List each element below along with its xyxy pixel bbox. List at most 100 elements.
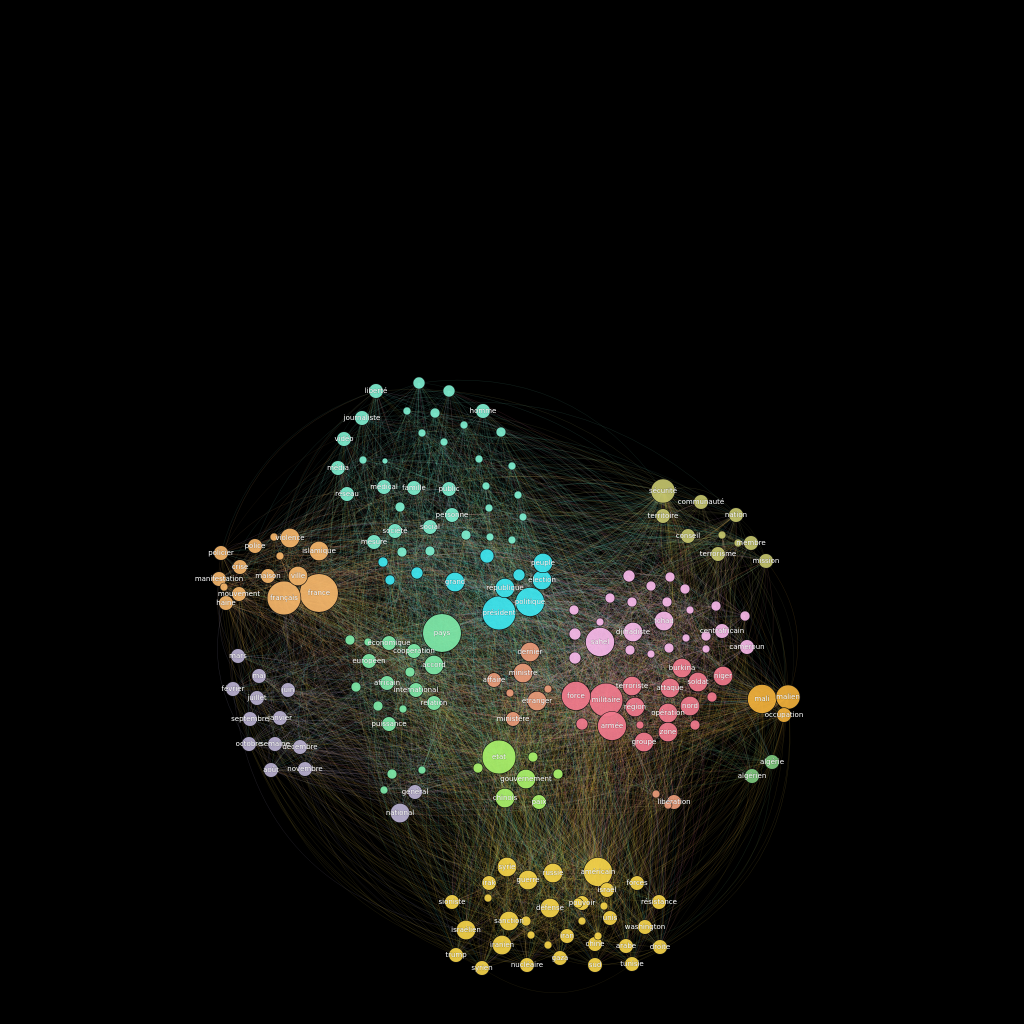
node-label: chine (586, 940, 605, 948)
node-label: société (382, 527, 407, 535)
graph-edge-1530 (283, 597, 583, 727)
graph-edge-957 (441, 626, 669, 733)
graph-edge-511 (406, 410, 458, 691)
graph-edge-115 (342, 493, 435, 704)
graph-edge-285 (490, 612, 534, 758)
graph-edge-1630 (229, 537, 291, 690)
graph-edge-879 (441, 625, 669, 714)
graph-edge-1688 (239, 566, 579, 904)
graph-edge-1707 (267, 575, 540, 803)
graph-edge-1577 (318, 592, 613, 727)
node-label: politique (515, 598, 546, 606)
graph-edge-1685 (239, 566, 435, 666)
graph-edge-1250 (575, 501, 702, 697)
graph-edge-57 (464, 410, 500, 614)
graph-edge-254 (373, 485, 487, 543)
graph-edge-1479 (238, 593, 500, 639)
node-unlabeled-124 (429, 407, 441, 419)
graph-edge-822 (451, 514, 699, 683)
graph-edge-843 (587, 741, 645, 966)
graph-edge-1247 (660, 490, 763, 700)
graph-edge-277 (421, 612, 500, 956)
graph-edge-1369 (640, 515, 670, 649)
graph-edge-215 (272, 530, 396, 745)
node-unlabeled-187 (651, 789, 661, 799)
node-unlabeled-198 (599, 901, 609, 911)
graph-edge-802 (441, 625, 671, 689)
graph-edge-954 (667, 696, 789, 734)
node-label: attaque (656, 684, 683, 692)
graph-edge-11 (352, 390, 467, 931)
node-circle (472, 762, 484, 774)
graph-edge-1680 (239, 566, 724, 714)
graph-edge-896 (500, 431, 636, 708)
graph-edge-1329 (267, 475, 767, 577)
graph-edge-1348 (716, 553, 748, 648)
graph-edge-1219 (498, 693, 785, 758)
node-circle (543, 684, 553, 694)
graph-edge-1527 (283, 597, 583, 922)
graph-edge-166 (448, 488, 707, 650)
node-circle (505, 688, 515, 698)
node-circle (651, 789, 661, 799)
graph-edge-1486 (238, 593, 453, 903)
graph-edge-993 (527, 667, 683, 881)
graph-edge-1850 (279, 699, 607, 759)
graph-edge-354 (249, 578, 543, 720)
graph-edge-1251 (289, 475, 702, 539)
graph-edge-1076 (575, 641, 601, 873)
graph-edge-1407 (687, 535, 763, 700)
graph-edge-1564 (315, 592, 401, 814)
graph-edge-36 (361, 417, 500, 614)
graph-edge-819 (429, 526, 699, 683)
node-label: trump (445, 951, 467, 959)
graph-edge-944 (254, 536, 669, 733)
graph-edge-1755 (232, 424, 465, 690)
node-label: violence (275, 534, 304, 542)
graph-edge-181 (361, 417, 450, 490)
node-circle (404, 666, 416, 678)
graph-edge-1326 (599, 554, 767, 623)
graph-edge-877 (522, 516, 669, 714)
node-label: janvier (267, 714, 292, 722)
graph-edge-1499 (238, 593, 599, 873)
graph-edge-592 (368, 490, 664, 662)
graph-edge-1719 (267, 575, 789, 724)
graph-edge-33 (361, 417, 707, 650)
graph-edge-1839 (279, 717, 669, 842)
node-circle (645, 580, 657, 592)
graph-edge-1101 (401, 527, 748, 648)
graph-edge-658 (507, 695, 577, 922)
node-label: africain (374, 679, 400, 687)
graph-edge-377 (427, 587, 506, 931)
node-circle (577, 916, 587, 926)
graph-edge-720 (498, 612, 607, 701)
graph-edge-269 (373, 541, 789, 707)
graph-edge-321 (401, 551, 531, 603)
graph-edge-1641 (289, 537, 627, 947)
graph-edge-77 (343, 438, 601, 643)
graph-edge-1664 (318, 550, 657, 795)
graph-edge-1762 (232, 688, 607, 729)
graph-edge-1747 (232, 576, 671, 705)
graph-edge-113 (343, 493, 529, 881)
graph-edge-168 (361, 417, 450, 490)
node-label: djihadiste (616, 628, 650, 636)
node-label: région (624, 703, 646, 711)
graph-edge-90 (337, 467, 576, 635)
graph-edge-1828 (249, 696, 789, 807)
graph-edge-165 (318, 487, 415, 594)
graph-edge-809 (433, 665, 699, 704)
node-label: iran (560, 932, 574, 940)
graph-edge-1838 (279, 651, 531, 738)
node-unlabeled-165 (645, 580, 657, 592)
graph-edge-968 (443, 441, 724, 677)
graph-edge-575 (368, 506, 404, 662)
graph-edge-1271 (498, 501, 702, 758)
node-label: vidéo (334, 435, 353, 443)
graph-edge-251 (359, 541, 401, 814)
graph-edge-1391 (287, 523, 689, 691)
graph-edge-987 (597, 675, 724, 873)
graph-edge-316 (515, 601, 596, 966)
graph-edge-1063 (543, 641, 601, 937)
